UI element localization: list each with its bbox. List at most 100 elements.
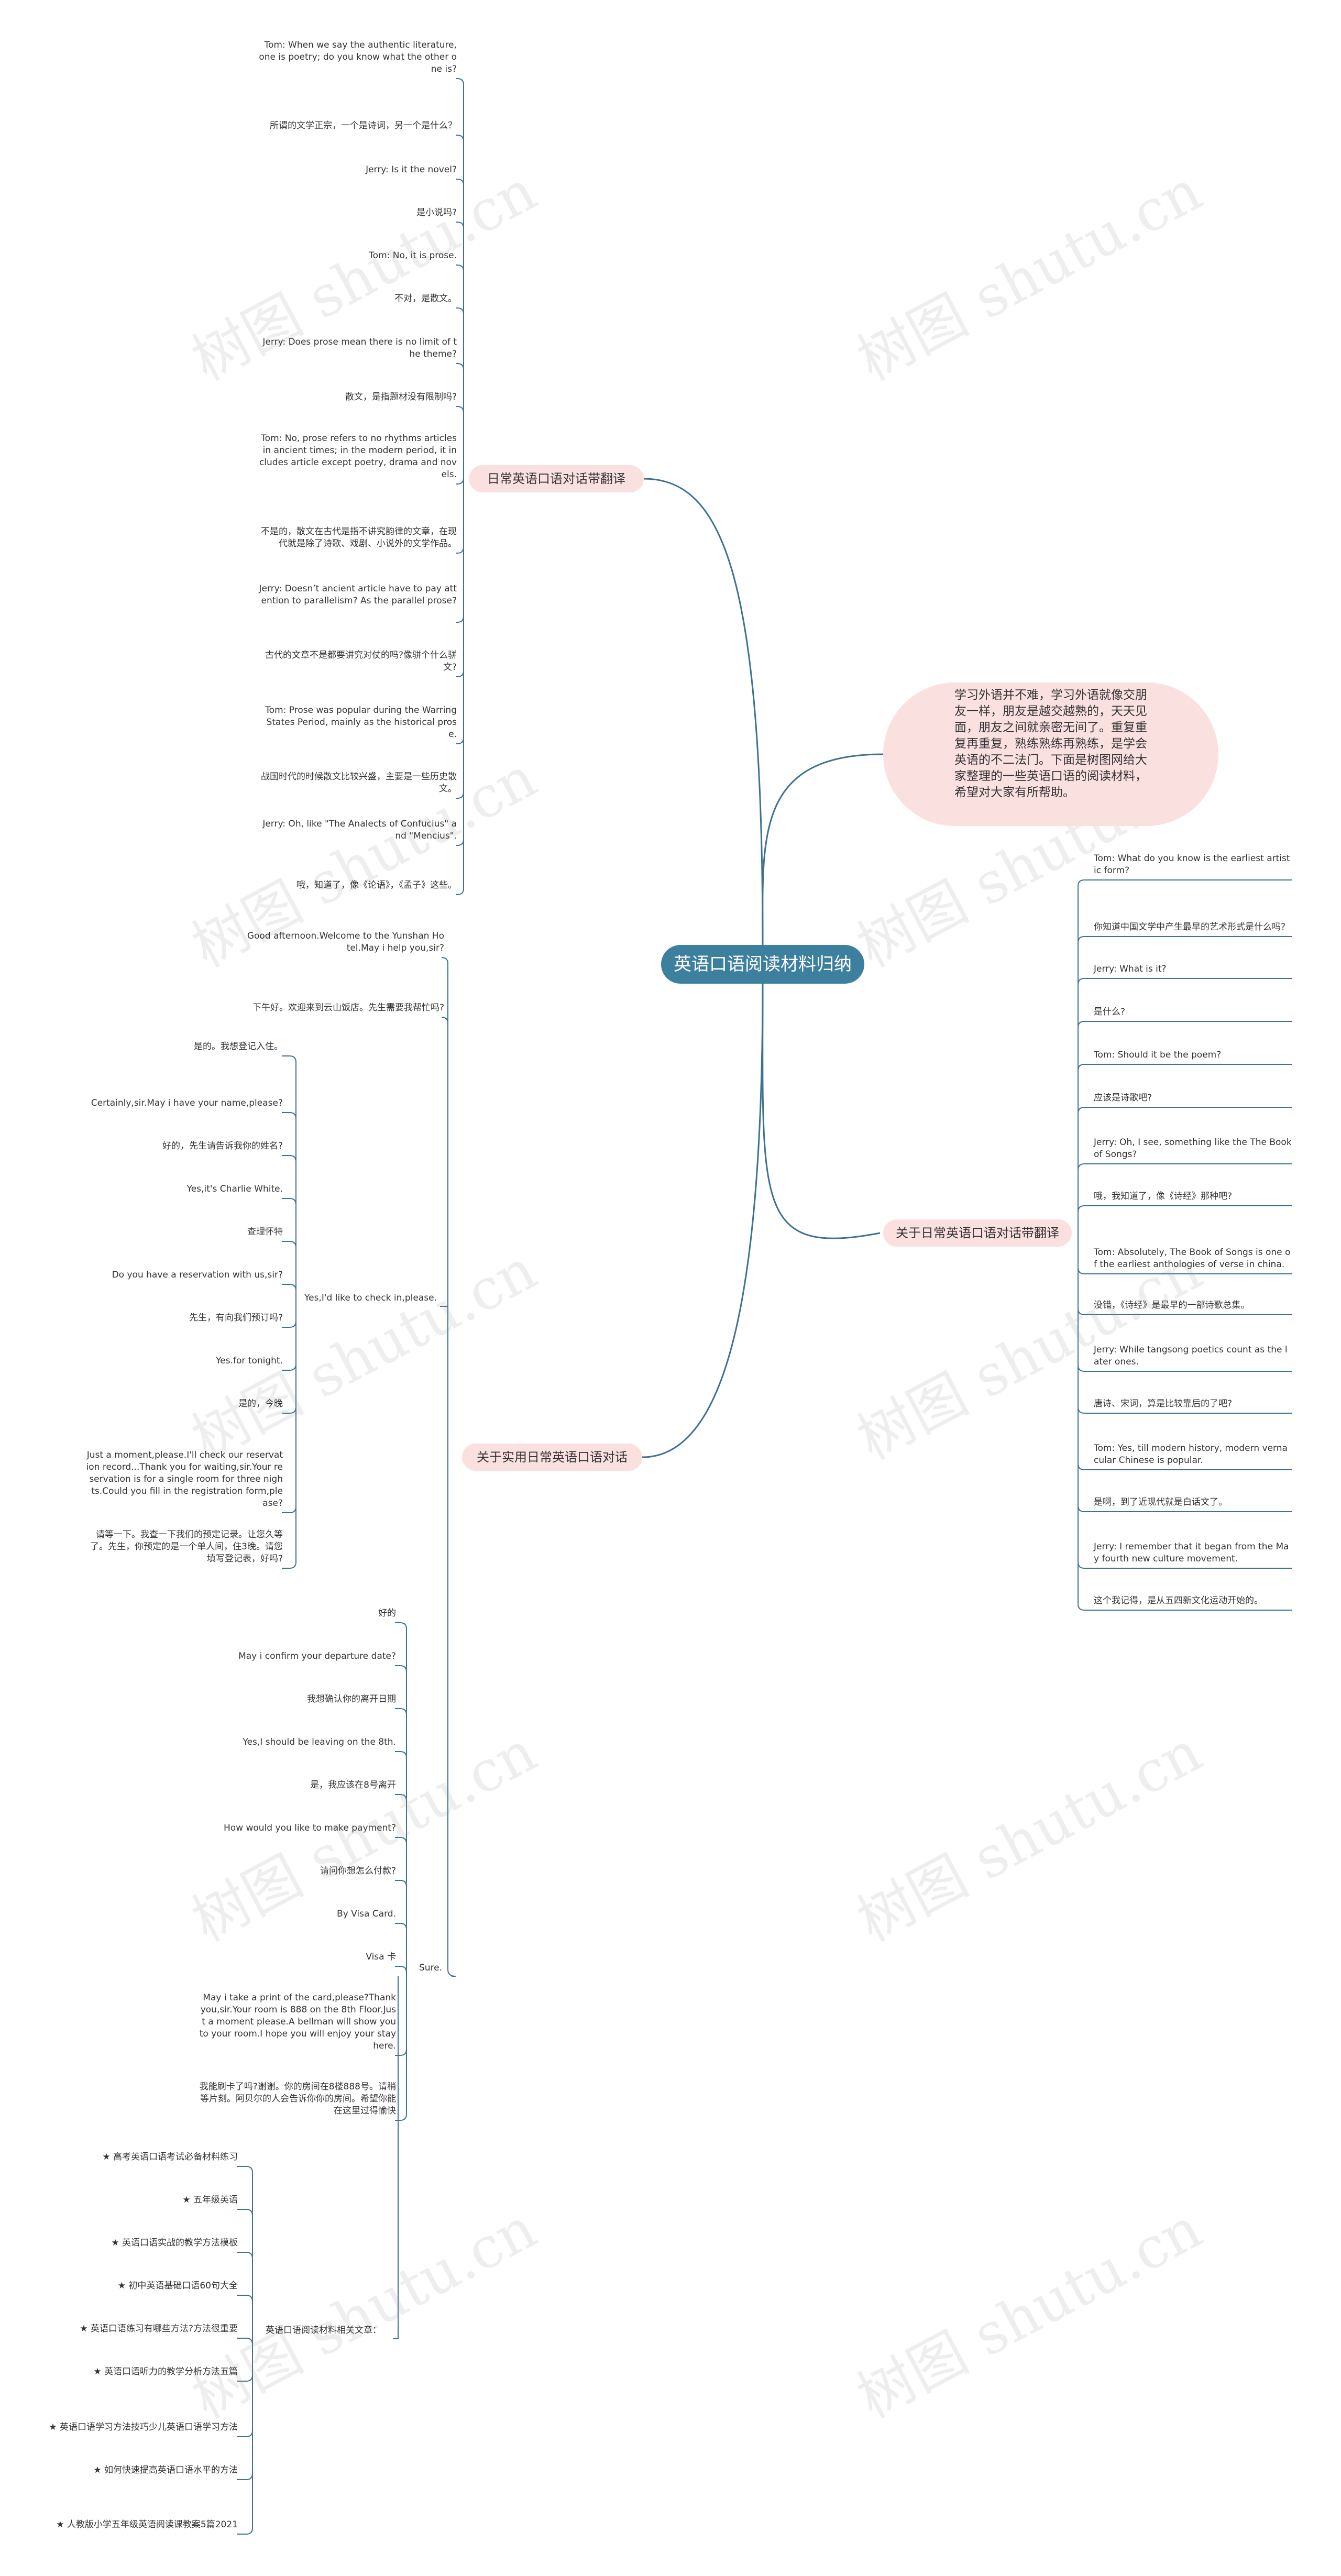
daily-connector: [456, 222, 464, 479]
link-central-practical: [642, 983, 764, 1458]
about-connector: [1078, 1205, 1292, 1233]
about-leaf[interactable]: Tom: Yes, till modern history, modern ve…: [1094, 1443, 1288, 1466]
sub-topic-check-in[interactable]: Yes,I'd like to check in,please.: [304, 1293, 437, 1303]
related-leaf[interactable]: ★ 英语口语练习有哪些方法?方法很重要: [80, 2324, 238, 2334]
related-leaf[interactable]: ★ 英语口语学习方法技巧少儿英语口语学习方法: [49, 2422, 238, 2432]
sure-leaf[interactable]: 请问你想怎么付款?: [320, 1866, 396, 1876]
related-connector: [237, 2209, 253, 2339]
about-connector: [1078, 1107, 1292, 1233]
about-leaf[interactable]: Tom: Absolutely, The Book of Songs is on…: [1094, 1247, 1291, 1270]
checkin-leaf[interactable]: Just a moment,please.I'll check our rese…: [86, 1450, 283, 1509]
sure-leaf[interactable]: By Visa Card.: [337, 1909, 396, 1919]
sure-leaf[interactable]: How would you like to make payment?: [224, 1823, 396, 1833]
daily-leaf[interactable]: Tom: No, prose refers to no rhythms arti…: [259, 433, 457, 480]
about-leaf[interactable]: 哦，我知道了，像《诗经》那种吧?: [1094, 1191, 1233, 1202]
checkin-leaf[interactable]: Yes,it's Charlie White.: [186, 1184, 283, 1194]
checkin-connector: [282, 1198, 296, 1306]
daily-leaf[interactable]: 不是的，散文在古代是指不讲究韵律的文章，在现代就是除了诗歌、戏剧、小说外的文学作…: [261, 526, 457, 549]
about-leaf[interactable]: 没错，《诗经》是最早的一部诗歌总集。: [1094, 1300, 1250, 1311]
sure-connector: [395, 1837, 407, 1976]
related-connector: [237, 2339, 253, 2535]
sure-connector: [395, 1708, 407, 1976]
about-leaf[interactable]: Jerry: Oh, I see, something like the The…: [1094, 1137, 1292, 1160]
sure-leaf[interactable]: 是，我应该在8号离开: [310, 1780, 396, 1790]
daily-leaf[interactable]: 战国时代的时候散文比较兴盛，主要是一些历史散文。: [261, 772, 457, 794]
daily-leaf[interactable]: Jerry: Does prose mean there is no limit…: [262, 337, 457, 359]
daily-leaf[interactable]: 散文，是指题材没有限制吗?: [345, 392, 457, 402]
daily-leaf[interactable]: 不对，是散文。: [394, 293, 457, 304]
checkin-connector: [282, 1155, 296, 1306]
daily-leaf[interactable]: Jerry: Is it the novel?: [366, 164, 457, 175]
daily-leaf[interactable]: Jerry: Doesn’t ancient article have to p…: [259, 584, 457, 606]
related-leaf[interactable]: ★ 英语口语听力的教学分析方法五篇: [93, 2366, 238, 2377]
checkin-leaf[interactable]: Certainly,sir.May i have your name,pleas…: [91, 1098, 283, 1108]
checkin-leaf[interactable]: 是的。我想登记入住。: [194, 1041, 283, 1052]
sure-leaf[interactable]: Yes,I should be leaving on the 8th.: [243, 1737, 396, 1747]
link-central-about: [762, 983, 881, 1239]
checkin-leaf[interactable]: 先生，有向我们预订吗?: [189, 1313, 283, 1323]
about-leaf[interactable]: Jerry: While tangsong poetics count as t…: [1094, 1345, 1288, 1367]
practical-leaf[interactable]: 下午好。欢迎来到云山饭店。先生需要我帮忙吗?: [252, 1003, 444, 1013]
sure-connector: [395, 1966, 407, 1976]
related-leaf[interactable]: ★ 初中英语基础口语60句大全: [117, 2281, 238, 2291]
daily-connector: [456, 307, 464, 479]
checkin-leaf[interactable]: 好的，先生请告诉我你的姓名?: [162, 1141, 283, 1151]
daily-connector: [456, 479, 464, 799]
sure-leaf[interactable]: May i take a print of the card,please?Th…: [199, 1992, 396, 2051]
checkin-leaf[interactable]: 是的，今晚: [238, 1399, 283, 1409]
checkin-connector: [282, 1284, 296, 1306]
related-leaf[interactable]: ★ 人教版小学五年级英语阅读课教案5篇2021: [56, 2519, 238, 2530]
about-leaf[interactable]: Jerry: What is it?: [1094, 964, 1167, 974]
related-leaf[interactable]: ★ 如何快速提高英语口语水平的方法: [93, 2465, 238, 2475]
about-leaf[interactable]: 是啊，到了近现代就是白话文了。: [1094, 1497, 1227, 1507]
sub-topic-sure[interactable]: Sure.: [419, 1963, 443, 1973]
related-leaf[interactable]: ★ 高考英语口语考试必备材料练习: [102, 2152, 238, 2162]
sure-leaf[interactable]: 好的: [378, 1608, 396, 1619]
about-leaf[interactable]: Tom: Should it be the poem?: [1094, 1050, 1222, 1060]
daily-leaf[interactable]: 是小说吗?: [416, 207, 457, 218]
related-leaf[interactable]: ★ 五年级英语: [182, 2195, 238, 2205]
central-topic[interactable]: 英语口语阅读材料归纳: [661, 945, 864, 984]
related-leaf[interactable]: ★ 英语口语实战的教学方法模板: [111, 2238, 238, 2248]
daily-connector: [456, 479, 464, 744]
checkin-connector: [282, 1306, 296, 1328]
intro-bubble: [883, 682, 1218, 826]
branch-practical-dialogue[interactable]: 关于实用日常英语口语对话: [462, 1444, 642, 1471]
practical-sure-connector: [447, 1457, 456, 1977]
daily-leaf[interactable]: Tom: Prose was popular during the Warrin…: [265, 705, 457, 740]
practical-leaf[interactable]: Good afternoon.Welcome to the Yunshan Ho…: [247, 931, 444, 953]
related-connector: [237, 2295, 253, 2339]
link-central-daily: [643, 478, 764, 945]
sure-leaf[interactable]: May i confirm your departure date?: [238, 1651, 396, 1661]
branch-daily-dialogue[interactable]: 日常英语口语对话带翻译: [469, 465, 644, 492]
checkin-leaf[interactable]: Yes.for tonight.: [216, 1356, 283, 1366]
sub-topic-related-articles[interactable]: 英语口语阅读材料相关文章：: [266, 2325, 381, 2336]
daily-leaf[interactable]: Jerry: Oh, like "The Analects of Confuci…: [262, 819, 457, 841]
daily-leaf[interactable]: 哦，知道了，像《论语》，《孟子》这些。: [296, 880, 457, 890]
sure-connector: [395, 1665, 407, 1976]
about-leaf[interactable]: 这个我记得，是从五四新文化运动开始的。: [1094, 1595, 1263, 1606]
daily-leaf[interactable]: Tom: When we say the authentic literatur…: [259, 40, 457, 74]
about-connector: [1078, 1233, 1292, 1611]
about-leaf[interactable]: 是什么?: [1094, 1007, 1126, 1017]
sure-leaf[interactable]: Visa 卡: [366, 1952, 396, 1962]
about-leaf[interactable]: Tom: What do you know is the earliest ar…: [1094, 853, 1290, 876]
checkin-connector: [282, 1241, 296, 1306]
about-leaf[interactable]: Jerry: I remember that it began from the…: [1094, 1542, 1289, 1564]
daily-leaf[interactable]: Tom: No, it is prose.: [369, 250, 457, 261]
checkin-connector: [282, 1055, 296, 1306]
checkin-leaf[interactable]: Do you have a reservation with us,sir?: [112, 1270, 283, 1280]
about-leaf[interactable]: 唐诗、宋词，算是比较靠后的了吧?: [1094, 1399, 1233, 1409]
branch-about-daily-dialogue[interactable]: 关于日常英语口语对话带翻译: [883, 1219, 1072, 1247]
sure-leaf[interactable]: 我能刷卡了吗?谢谢。你的房间在8楼888号。请稍等片刻。阿贝尔的人会告诉你你的房…: [199, 2082, 396, 2116]
about-leaf[interactable]: 你知道中国文学中产生最早的艺术形式是什么吗?: [1094, 922, 1286, 932]
daily-leaf[interactable]: 古代的文章不是都要讲究对仗的吗?像骈个什么骈文?: [265, 650, 457, 673]
sure-leaf[interactable]: 我想确认你的离开日期: [307, 1694, 396, 1704]
daily-connector: [456, 179, 464, 479]
about-connector: [1078, 936, 1292, 1233]
about-leaf[interactable]: 应该是诗歌吧?: [1094, 1093, 1152, 1103]
sure-related-connector: [393, 1976, 399, 2339]
checkin-leaf[interactable]: 请等一下。我查一下我们的预定记录。让您久等了。先生，你预定的是一个单人间，住3晚…: [90, 1529, 283, 1564]
daily-leaf[interactable]: 所谓的文学正宗，一个是诗词，另一个是什么？: [270, 120, 457, 131]
checkin-leaf[interactable]: 查理怀特: [247, 1227, 283, 1237]
